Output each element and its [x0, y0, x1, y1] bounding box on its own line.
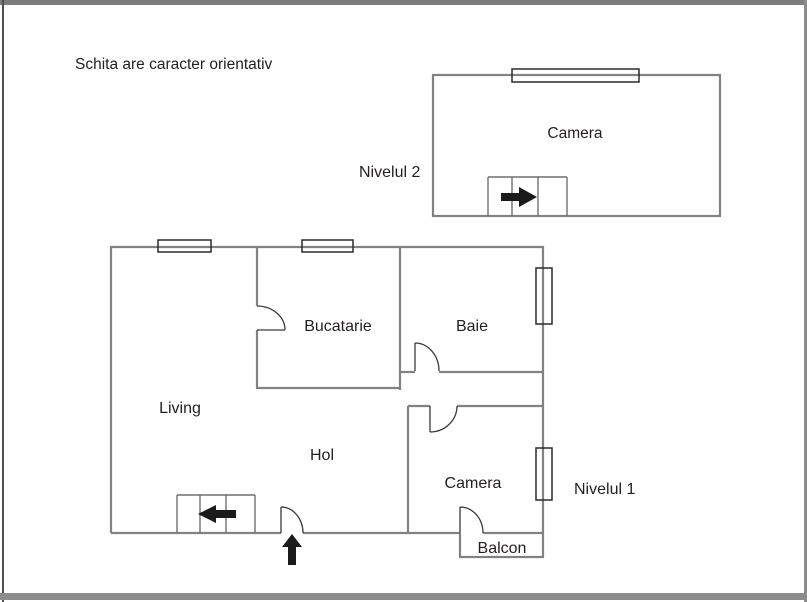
level1-door-entrance [280, 506, 304, 534]
stairs-arrow-left-icon [198, 505, 236, 523]
level2-room-outline [431, 73, 722, 218]
level2-room-camera-label: Camera [547, 125, 603, 142]
level2-title: Nivelul 2 [359, 164, 420, 181]
page-border-left [2, 0, 4, 602]
entrance-arrow-up-icon [282, 534, 302, 565]
level1-room-living-label: Living [159, 400, 201, 417]
level-1-plan: Living Bucatarie Baie Hol Camera Balcon … [109, 239, 635, 565]
level1-window-baie [535, 267, 553, 325]
level1-door-bucatarie [256, 305, 286, 331]
level1-outer-walls [109, 245, 545, 533]
disclaimer-text: Schita are caracter orientativ [75, 56, 273, 73]
page-border-bottom [0, 593, 807, 600]
level1-door-camera [429, 405, 458, 433]
level1-window-camera [535, 447, 553, 501]
level1-door-baie [414, 342, 440, 372]
level1-interior-walls [255, 247, 543, 533]
level1-window-living [157, 239, 212, 253]
level1-room-baie-label: Baie [456, 318, 488, 335]
page-border-top [0, 0, 807, 5]
level-2-plan: Camera Nivelul 2 [359, 68, 722, 218]
level1-window-bucatarie [301, 239, 354, 253]
level1-room-camera-label: Camera [445, 475, 502, 492]
level1-room-balcon-label: Balcon [478, 540, 527, 557]
level1-room-hol-label: Hol [310, 447, 334, 464]
page-border-right [804, 0, 807, 602]
level1-door-balcon [459, 506, 484, 534]
level2-window [511, 68, 640, 83]
level1-title: Nivelul 1 [574, 481, 635, 498]
level1-balcony-outline [458, 533, 545, 559]
stairs-arrow-right-icon [501, 187, 537, 207]
level1-room-bucatarie-label: Bucatarie [304, 318, 372, 335]
